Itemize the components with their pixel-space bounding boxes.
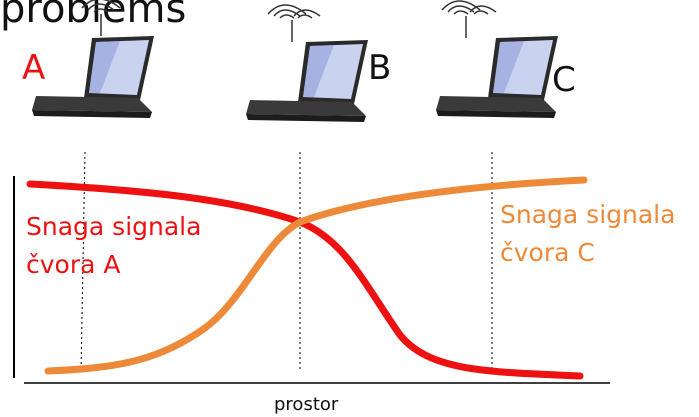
signal-label-c-line2: čvora C [500, 238, 595, 267]
signal-label-a-line2: čvora A [26, 250, 121, 279]
signal-label-c: Snaga signala čvora C [500, 196, 675, 272]
signal-curve-c [44, 176, 588, 375]
wifi-icon [267, 4, 321, 42]
laptop-icon [32, 0, 154, 118]
node-label-c: C [552, 60, 576, 100]
wifi-icon [441, 0, 497, 38]
node-label-a: A [22, 48, 46, 88]
laptop-icon [246, 4, 368, 122]
signal-label-c-line1: Snaga signala [500, 200, 676, 229]
signal-curve-a [26, 180, 584, 380]
wifi-icon [81, 0, 121, 36]
x-axis-label: prostor [274, 394, 339, 415]
signal-label-a-line1: Snaga signala [26, 212, 202, 241]
laptop-icon [436, 0, 558, 118]
signal-label-a: Snaga signala čvora A [26, 208, 201, 284]
node-label-b: B [368, 48, 392, 88]
